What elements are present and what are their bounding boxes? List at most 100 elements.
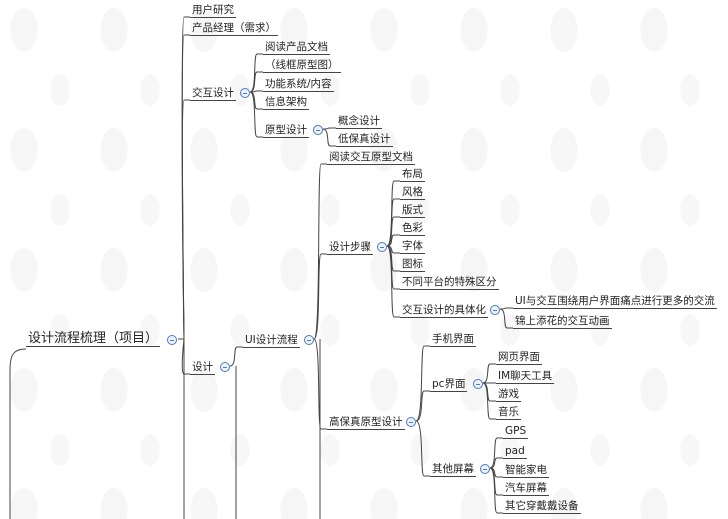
connector bbox=[386, 234, 400, 247]
connector bbox=[322, 128, 336, 147]
label: 游戏 bbox=[498, 388, 519, 400]
node-other-screens[interactable]: 其他屏幕 bbox=[430, 462, 476, 477]
label: 阅读产品文档 bbox=[265, 41, 328, 53]
label: 汽车屏幕 bbox=[505, 482, 547, 494]
connector bbox=[386, 245, 400, 318]
collapse-icon[interactable] bbox=[167, 335, 177, 345]
connector bbox=[489, 457, 503, 469]
connector bbox=[313, 163, 327, 340]
label: 概念设计 bbox=[338, 115, 380, 127]
collapse-icon[interactable] bbox=[473, 379, 483, 389]
label: 高保真原型设计 bbox=[329, 416, 403, 428]
label: 功能系统/内容 bbox=[265, 78, 332, 90]
collapse-icon[interactable] bbox=[220, 362, 230, 372]
connector bbox=[482, 382, 496, 420]
node-smart-appliance[interactable]: 智能家电 bbox=[503, 463, 549, 478]
node-mobile[interactable]: 手机界面 bbox=[430, 332, 476, 347]
connector bbox=[313, 253, 327, 340]
collapse-icon[interactable] bbox=[240, 88, 250, 98]
root-node[interactable]: 设计流程梳理（项目） bbox=[26, 331, 161, 347]
label: 音乐 bbox=[498, 406, 519, 418]
connector bbox=[386, 198, 400, 247]
label: 锦上添花的交互动画 bbox=[515, 315, 610, 327]
connector bbox=[249, 71, 263, 93]
node-ui-flow[interactable]: UI设计流程 bbox=[243, 333, 300, 348]
node-ui-ux-communication[interactable]: UI与交互围绕用户界面痛点进行更多的交流 bbox=[513, 294, 717, 309]
connector bbox=[482, 382, 496, 402]
node-function-system[interactable]: 功能系统/内容 bbox=[263, 77, 334, 92]
label: UI与交互围绕用户界面痛点进行更多的交流 bbox=[515, 295, 715, 307]
label: 产品经理（需求） bbox=[192, 22, 276, 34]
node-hifi-prototype[interactable]: 高保真原型设计 bbox=[327, 415, 405, 430]
node-music[interactable]: 音乐 bbox=[496, 405, 521, 420]
label: IM聊天工具 bbox=[498, 370, 553, 382]
label: 原型设计 bbox=[265, 124, 307, 136]
connector bbox=[313, 338, 327, 430]
node-color[interactable]: 色彩 bbox=[400, 221, 425, 236]
node-icon[interactable]: 图标 bbox=[400, 257, 425, 272]
connector bbox=[322, 127, 336, 130]
label: （线框原型图） bbox=[265, 59, 339, 71]
label: 交互设计 bbox=[192, 87, 234, 99]
label: 交互设计的具体化 bbox=[402, 304, 486, 316]
label: 低保真设计 bbox=[338, 133, 391, 145]
node-car-screen[interactable]: 汽车屏幕 bbox=[503, 481, 549, 496]
node-gps[interactable]: GPS bbox=[503, 424, 529, 439]
node-read-interaction-prototype[interactable]: 阅读交互原型文档 bbox=[327, 150, 415, 165]
node-read-product-doc[interactable]: 阅读产品文档 bbox=[263, 40, 330, 55]
label: 其他屏幕 bbox=[432, 463, 474, 475]
connector bbox=[181, 338, 190, 375]
node-concretization[interactable]: 交互设计的具体化 bbox=[400, 303, 488, 318]
node-interaction-design[interactable]: 交互设计 bbox=[190, 86, 236, 101]
label: 布局 bbox=[402, 168, 423, 180]
node-pad[interactable]: pad bbox=[503, 444, 527, 459]
label: pc界面 bbox=[432, 378, 466, 390]
label: 字体 bbox=[402, 240, 423, 252]
node-format[interactable]: 版式 bbox=[400, 203, 425, 218]
node-lofi-design[interactable]: 低保真设计 bbox=[336, 132, 393, 147]
label: 图标 bbox=[402, 258, 423, 270]
label: 智能家电 bbox=[505, 464, 547, 476]
node-product-manager[interactable]: 产品经理（需求） bbox=[190, 21, 278, 36]
node-wearables[interactable]: 其它穿戴戴设备 bbox=[503, 499, 581, 514]
node-game[interactable]: 游戏 bbox=[496, 387, 521, 402]
node-wireframe[interactable]: （线框原型图） bbox=[263, 58, 341, 73]
node-platform-diff[interactable]: 不同平台的特殊区分 bbox=[400, 275, 499, 290]
label: 用户研究 bbox=[192, 4, 234, 16]
node-style[interactable]: 风格 bbox=[400, 185, 425, 200]
collapse-icon[interactable] bbox=[480, 464, 490, 474]
node-pc[interactable]: pc界面 bbox=[430, 377, 468, 392]
node-info-architecture[interactable]: 信息架构 bbox=[263, 95, 309, 110]
connector bbox=[181, 99, 190, 340]
node-design[interactable]: 设计 bbox=[190, 360, 215, 375]
connector bbox=[386, 216, 400, 247]
node-design-steps[interactable]: 设计步骤 bbox=[327, 240, 373, 255]
label: GPS bbox=[505, 425, 527, 437]
node-interaction-animation[interactable]: 锦上添花的交互动画 bbox=[513, 314, 612, 329]
collapse-icon[interactable] bbox=[377, 242, 387, 252]
collapse-icon[interactable] bbox=[304, 335, 314, 345]
connector bbox=[386, 180, 400, 247]
label: 不同平台的特殊区分 bbox=[402, 276, 497, 288]
collapse-icon[interactable] bbox=[490, 305, 500, 315]
label: 其它穿戴戴设备 bbox=[505, 500, 579, 512]
node-layout[interactable]: 布局 bbox=[400, 167, 425, 182]
label: 风格 bbox=[402, 186, 423, 198]
connector bbox=[249, 91, 263, 138]
node-font[interactable]: 字体 bbox=[400, 239, 425, 254]
collapse-icon[interactable] bbox=[406, 417, 416, 427]
root-label: 设计流程梳理（项目） bbox=[28, 331, 159, 346]
node-user-research[interactable]: 用户研究 bbox=[190, 3, 236, 18]
node-im[interactable]: IM聊天工具 bbox=[496, 369, 555, 384]
collapse-icon[interactable] bbox=[313, 125, 323, 135]
label: 设计步骤 bbox=[329, 241, 371, 253]
node-prototype-design[interactable]: 原型设计 bbox=[263, 123, 309, 138]
node-concept-design[interactable]: 概念设计 bbox=[336, 114, 382, 129]
connector bbox=[229, 346, 243, 367]
connector bbox=[482, 363, 496, 384]
connector bbox=[249, 53, 263, 93]
node-web[interactable]: 网页界面 bbox=[496, 350, 542, 365]
label: 阅读交互原型文档 bbox=[329, 151, 413, 163]
